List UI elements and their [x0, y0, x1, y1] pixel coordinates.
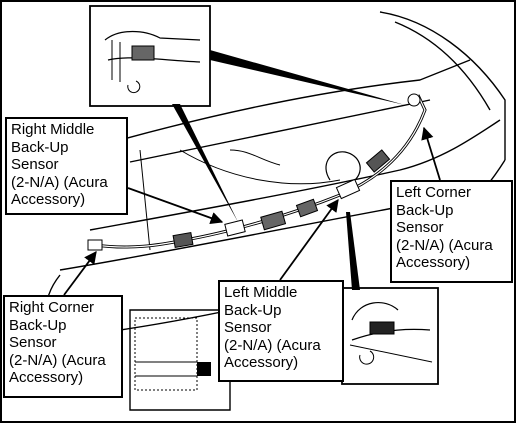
- clip-detail-bottom: [341, 287, 439, 385]
- right-corner-sensor-callout: Right Corner Back-Up Sensor (2-N/A) (Acu…: [3, 295, 123, 398]
- callout-line: Back-Up: [9, 316, 67, 334]
- callout-line: Accessory): [396, 254, 471, 271]
- callout-line: Left Middle: [224, 284, 298, 301]
- connector: [260, 210, 287, 231]
- callout-line: Back-Up: [396, 201, 454, 219]
- callout-line: Back-Up: [11, 138, 69, 156]
- clip-detail-top: [89, 5, 211, 107]
- callout-arrows: [63, 126, 441, 296]
- left-corner-sensor: [407, 93, 421, 107]
- callout-line: (2-N/A) (Acura: [9, 351, 106, 369]
- wire-harness: [87, 93, 427, 251]
- callout-line: Accessory): [11, 191, 86, 208]
- callout-line: Right Corner: [9, 299, 95, 316]
- right-corner-sensor-connector: [87, 239, 103, 251]
- detail-leaders: [172, 50, 405, 290]
- callout-line: Accessory): [224, 354, 299, 371]
- callout-line: Back-Up: [224, 301, 282, 319]
- left-middle-sensor-callout: Left Middle Back-Up Sensor (2-N/A) (Acur…: [218, 280, 344, 382]
- callout-line: Left Corner: [396, 184, 472, 201]
- connector: [224, 219, 246, 237]
- connector: [365, 149, 391, 173]
- right-middle-sensor-callout: Right Middle Back-Up Sensor (2-N/A) (Acu…: [5, 117, 128, 215]
- connector: [172, 231, 194, 249]
- license-recess: [129, 309, 231, 411]
- callout-line: Accessory): [9, 369, 84, 386]
- callout-line: Right Middle: [11, 121, 95, 138]
- callout-line: Sensor: [396, 219, 444, 236]
- callout-line: (2-N/A) (Acura: [224, 336, 321, 354]
- callout-line: Sensor: [224, 319, 272, 336]
- callout-line: (2-N/A) (Acura: [11, 173, 108, 191]
- connector: [295, 198, 319, 218]
- connector: [335, 178, 361, 200]
- callout-line: Sensor: [11, 156, 59, 173]
- callout-line: (2-N/A) (Acura: [396, 236, 493, 254]
- callout-line: Sensor: [9, 334, 57, 351]
- left-corner-sensor-callout: Left Corner Back-Up Sensor (2-N/A) (Acur…: [390, 180, 513, 283]
